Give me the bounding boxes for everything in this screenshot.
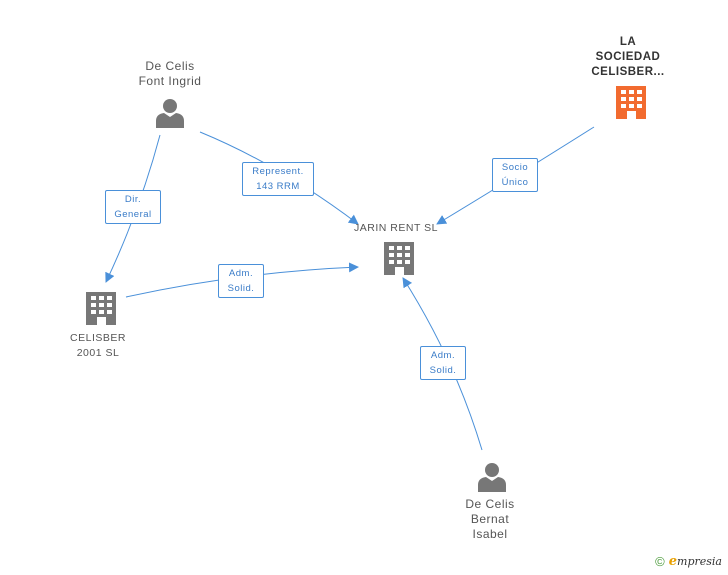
footer-branding: © empresia <box>655 554 722 569</box>
node-label-ingrid[interactable]: De Celis Font Ingrid <box>138 59 202 88</box>
building-icon[interactable] <box>616 86 646 119</box>
brand-logo[interactable]: empresia <box>668 554 722 569</box>
node-label-sociedad[interactable]: LA SOCIEDAD CELISBER... <box>591 36 665 78</box>
person-icon[interactable] <box>156 99 184 128</box>
edge-label-socio-unico[interactable]: Socio Único <box>492 158 538 192</box>
person-icon[interactable] <box>478 463 506 492</box>
node-label-celisber2001[interactable]: CELISBER 2001 SL <box>70 332 126 359</box>
edge-label-dir-general[interactable]: Dir. General <box>105 190 161 224</box>
building-icon[interactable] <box>86 292 116 325</box>
node-label-jarin[interactable]: JARIN RENT SL <box>354 222 438 234</box>
edge-label-adm-solid-isabel[interactable]: Adm. Solid. <box>420 346 466 380</box>
edge-label-represent[interactable]: Represent. 143 RRM <box>242 162 314 196</box>
edge-label-adm-solid-celisber[interactable]: Adm. Solid. <box>218 264 264 298</box>
copyright-icon: © <box>655 554 665 569</box>
building-icon[interactable] <box>384 242 414 275</box>
node-label-isabel[interactable]: De Celis Bernat Isabel <box>465 497 515 541</box>
